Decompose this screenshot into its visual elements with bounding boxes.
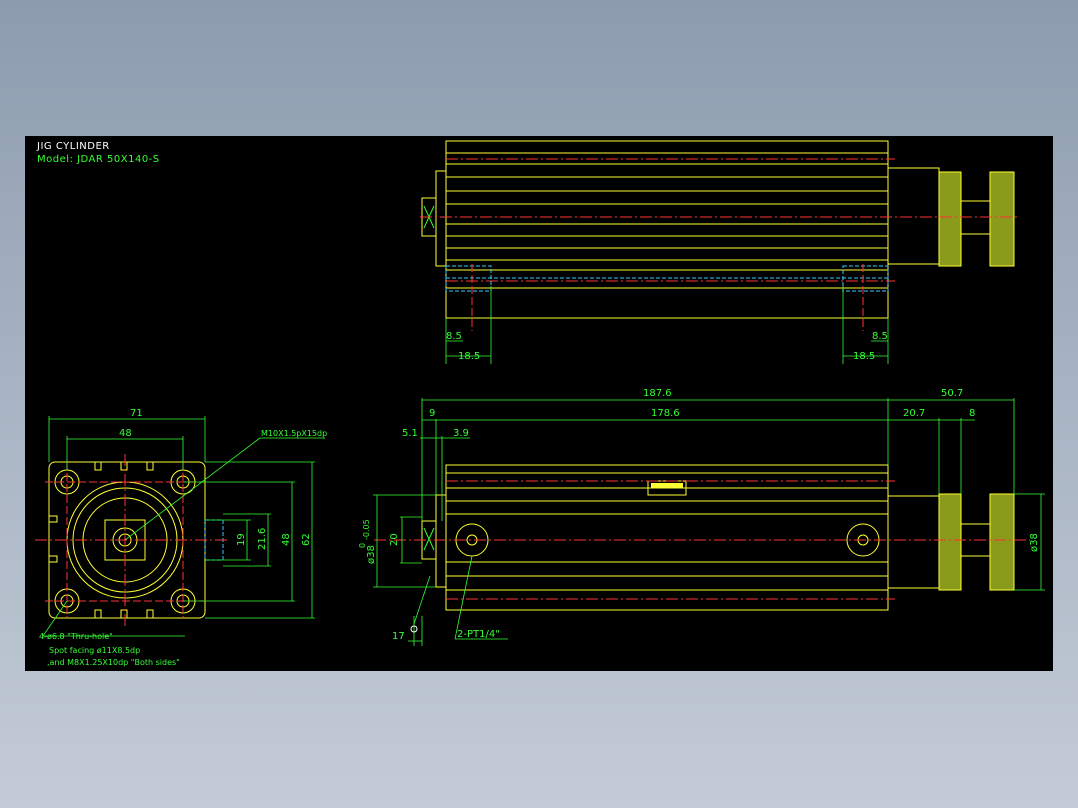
top-knob-right xyxy=(989,171,1015,267)
top-body-fins xyxy=(446,152,888,319)
top-body-outline xyxy=(445,140,889,319)
dim-end-21-6: 21.6 xyxy=(257,528,268,550)
hole-note-3: ,and M8X1.25X10dp "Both sides" xyxy=(47,658,180,667)
port-note: 2-PT1/4" xyxy=(457,629,500,640)
top-dimension-lines xyxy=(445,286,889,364)
dim-bottom-small: 17 xyxy=(392,631,405,642)
title-block: JIG CYLINDER Model: JDAR 50X140-S xyxy=(37,141,160,165)
top-view: 8.5 18.5 8.5 18.5 xyxy=(420,140,1020,364)
top-knob-left xyxy=(938,171,962,267)
hole-note-1: 4-ø6.8 "Thru-hole" xyxy=(39,632,113,641)
front-view: 187.6 50.7 9 178.6 20.7 8 5.1 3.9 ø38 -0… xyxy=(358,388,1045,646)
dim-boss-height: 20 xyxy=(389,533,400,546)
front-rod-housing xyxy=(887,495,940,589)
dim-top-left-18-5: 18.5 xyxy=(458,351,480,362)
dim-top-left-8-5: 8.5 xyxy=(446,331,462,342)
dim-bore-tolerance: -0.05 xyxy=(362,519,371,540)
hole-note-2: Spot facing ø11X8.5dp xyxy=(49,646,140,655)
dim-top-right-18-5: 18.5 xyxy=(853,351,875,362)
front-knob-left xyxy=(938,493,962,591)
front-dimension-lines xyxy=(373,398,1045,646)
dim-top-right-8-5: 8.5 xyxy=(872,331,888,342)
dim-left-offset: 9 xyxy=(429,408,435,419)
end-view: 71 48 19 21.6 48 62 M10X1.5pX15dp 4-ø6.8… xyxy=(35,408,327,667)
top-hidden-lines xyxy=(445,265,889,292)
top-rod-housing xyxy=(887,167,940,265)
cad-viewport[interactable]: JIG CYLINDER Model: JDAR 50X140-S xyxy=(25,136,1053,671)
front-body-fins xyxy=(446,472,888,591)
dim-left-a: 5.1 xyxy=(402,428,418,439)
dim-left-b: 3.9 xyxy=(453,428,469,439)
dim-end-width: 71 xyxy=(130,408,143,419)
model-label: Model: JDAR 50X140-S xyxy=(37,154,160,165)
dim-rod-side-length: 50.7 xyxy=(941,388,963,399)
drawing-canvas: 8.5 18.5 8.5 18.5 xyxy=(35,140,1045,667)
dim-end-pitch: 48 xyxy=(119,428,132,439)
dim-knob-width: 8 xyxy=(969,408,975,419)
dim-bore-diameter: ø38 xyxy=(366,545,377,564)
dim-end-62: 62 xyxy=(301,533,312,546)
dim-body-length: 178.6 xyxy=(651,408,680,419)
dim-rod-diameter: ø38 xyxy=(1029,533,1040,552)
end-dimension-lines xyxy=(42,416,325,637)
dim-knob-offset: 20.7 xyxy=(903,408,925,419)
thread-note: M10X1.5pX15dp xyxy=(261,429,327,438)
front-knob-right xyxy=(989,493,1015,591)
dim-end-19: 19 xyxy=(236,533,247,546)
dim-end-48: 48 xyxy=(281,533,292,546)
dim-bore-tolerance-upper: 0 xyxy=(358,543,367,548)
drawing-title: JIG CYLINDER xyxy=(37,141,110,152)
top-left-cap xyxy=(435,170,447,267)
front-left-cap xyxy=(435,494,447,588)
dim-overall-length: 187.6 xyxy=(643,388,672,399)
